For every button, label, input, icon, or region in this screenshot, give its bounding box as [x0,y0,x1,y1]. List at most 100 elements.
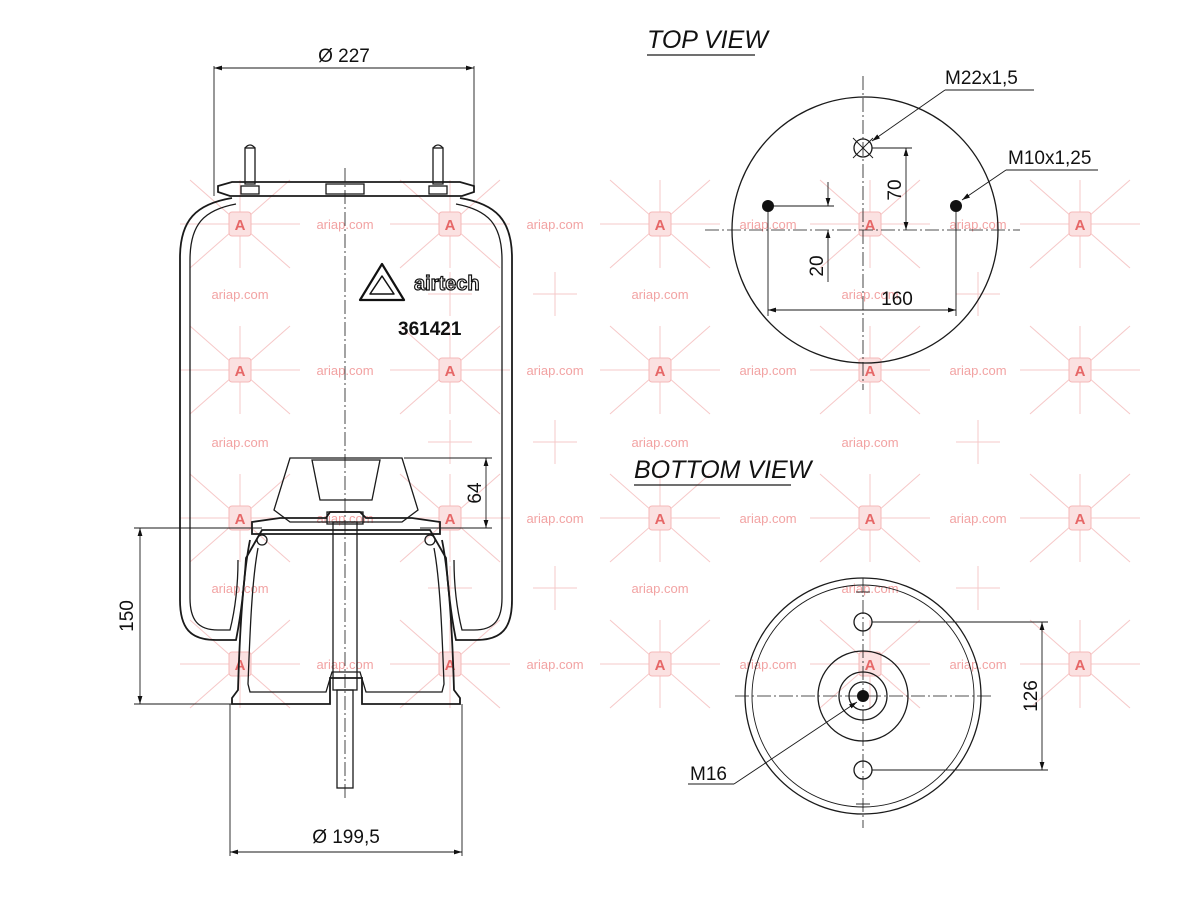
air-bellows-inner-right [453,203,503,631]
dim-hole-spacing: 126 [872,621,1048,771]
dim-stud-spacing: 160 [767,212,957,316]
watermark-text: ariap.com [211,435,268,450]
dim-bottom-diameter: Ø 199,5 [229,704,463,856]
top-view: TOP VIEW M22x1,5 M10x1,25 [647,26,1098,390]
hole-spacing-label: 126 [1021,680,1042,712]
piston-inner [247,547,445,693]
watermark-text: ariap.com [526,363,583,378]
watermark-badge: A [600,179,720,269]
watermark-badge: A [180,179,300,269]
watermark-text: ariap.com [841,287,898,302]
watermark-cross [956,272,1000,316]
watermark-letter: A [1075,511,1086,528]
watermark-text: ariap.com [841,435,898,450]
watermark-text: ariap.com [739,657,796,672]
watermark-letter: A [865,217,876,234]
watermark-letter: A [865,363,876,380]
watermark-text: ariap.com [739,511,796,526]
watermark-letter: A [235,657,246,674]
watermark-text: ariap.com [211,581,268,596]
piston-height-label: 64 [465,482,486,504]
watermark-letter: A [445,657,456,674]
side-view: airtech 361421 Ø 227 Ø 199,5 150 [117,46,513,856]
top-diameter-label: Ø 227 [318,46,370,67]
watermark-badge: A [1020,325,1140,415]
bead-ring-left [256,534,268,546]
dim-top-diameter: Ø 227 [213,46,475,196]
stud-thread-label: M10x1,25 [1008,148,1091,169]
leader-bottom-thread: M16 [688,701,858,785]
watermark-letter: A [655,657,666,674]
leader-stud-thread: M10x1,25 [961,148,1098,201]
watermark-cross [533,272,577,316]
watermark-text: ariap.com [526,511,583,526]
stud-spacing-label: 160 [881,289,913,310]
top-plate [217,181,475,197]
piston-hub-ring [838,671,888,721]
watermark-text: ariap.com [949,657,1006,672]
air-bellows-inner-left [189,203,239,631]
watermark-text: ariap.com [211,287,268,302]
watermark-badge: A [390,473,510,563]
dim-piston-height: 64 [404,457,492,529]
piston-hub-outer [817,650,909,742]
dim-offset-small: 20 [774,182,834,282]
offset-large-label: 70 [885,179,906,200]
watermark-letter: A [655,511,666,528]
height-label: 150 [117,600,138,632]
dim-offset-large: 70 [872,147,912,230]
mounting-stud-left [240,144,260,195]
watermark-text: ariap.com [949,511,1006,526]
piston-outer [231,539,461,705]
watermark-letter: A [445,217,456,234]
watermark-badge: A [810,619,930,709]
watermark-letter: A [445,511,456,528]
watermark-badge: A [600,325,720,415]
watermark-badge: A [810,325,930,415]
center-bolt-shank [336,689,354,789]
top-view-title: TOP VIEW [647,26,770,54]
center-bolt-end [857,690,869,702]
center-thread-label: M22x1,5 [945,68,1018,89]
part-number: 361421 [398,319,462,340]
offset-small-label: 20 [807,255,828,276]
top-stud-left [762,200,774,212]
watermark-badge: A [810,473,930,563]
watermark-letter: A [655,363,666,380]
air-bellows-outer [179,197,513,641]
watermark-text: ariap.com [739,363,796,378]
brand-name: airtech [414,273,480,295]
bottom-diameter-label: Ø 199,5 [312,827,380,848]
watermark-text: ariap.com [526,657,583,672]
leader-center-thread: M22x1,5 [871,68,1034,142]
watermark-badge: A [600,619,720,709]
top-plate-fitting [325,183,365,195]
watermark-cross [533,566,577,610]
watermark-letter: A [445,363,456,380]
watermark-text: ariap.com [631,435,688,450]
watermark-badge: A [180,325,300,415]
watermark-letter: A [235,217,246,234]
watermark-text: ariap.com [949,363,1006,378]
top-stud-right [950,200,962,212]
watermark-letter: A [235,511,246,528]
watermark-cross [533,420,577,464]
watermark-badge: A [390,325,510,415]
watermark-letter: A [865,657,876,674]
watermark-text: ariap.com [631,581,688,596]
watermark-badge: A [180,473,300,563]
watermark-badge: A [600,473,720,563]
center-bolt-head [326,511,364,525]
airtech-logo: airtech 361421 [358,262,480,340]
watermark-badge: A [1020,473,1140,563]
watermark-text: ariap.com [841,581,898,596]
clamp-plate [251,511,441,535]
watermark-badge: A [1020,179,1140,269]
watermark-letter: A [235,363,246,380]
bottom-thread-label: M16 [690,764,727,785]
watermark-letter: A [655,217,666,234]
mounting-stud-right [428,144,448,195]
watermark-cross [428,272,472,316]
bump-stop-cavity [311,459,381,501]
